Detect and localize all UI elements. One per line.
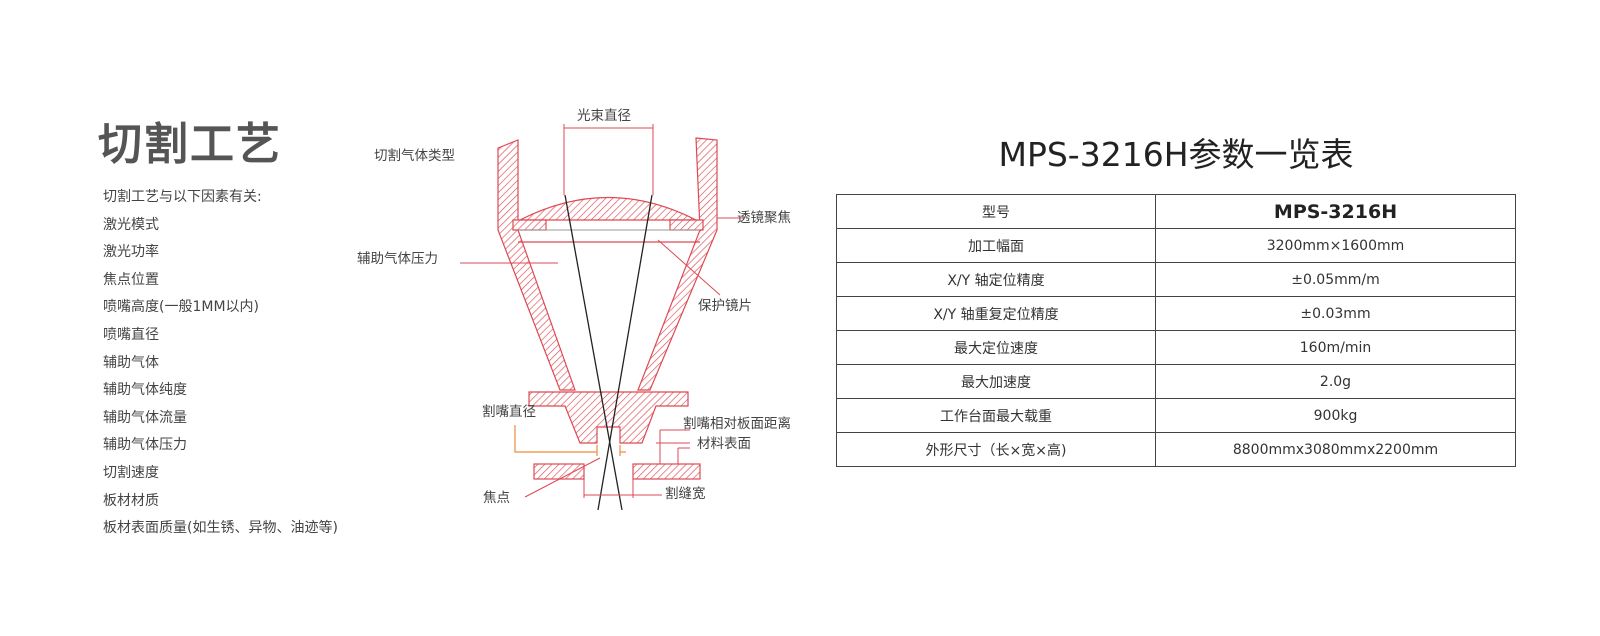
factor-item: 辅助气体流量 [103, 409, 187, 426]
workpiece-right [632, 463, 701, 480]
section-title: 切割工艺 [98, 119, 282, 170]
factor-item: 辅助气体压力 [103, 437, 187, 454]
label-protective-lens: 保护镜片 [698, 298, 752, 314]
spec-table-title: MPS-3216H参数一览表 [998, 135, 1354, 174]
factor-item: 喷嘴高度(一般1MM以内) [103, 299, 259, 316]
spec-key: X/Y 轴定位精度 [836, 262, 1156, 297]
factor-item: 焦点位置 [103, 271, 159, 288]
spec-key: X/Y 轴重复定位精度 [836, 296, 1156, 331]
spec-key: 工作台面最大载重 [836, 398, 1156, 433]
factor-item: 切割速度 [103, 464, 159, 481]
spec-key: 外形尺寸（长×宽×高) [836, 432, 1156, 467]
focus-lens [519, 196, 697, 221]
spec-key: 最大定位速度 [836, 330, 1156, 365]
table-row: 外形尺寸（长×宽×高)8800mmx3080mmx2200mm [836, 432, 1516, 467]
label-assist-gas-pressure: 辅助气体压力 [357, 251, 438, 267]
spec-value: MPS-3216H [1155, 194, 1516, 229]
spec-value: 900kg [1155, 398, 1516, 433]
factor-item: 激光模式 [103, 216, 159, 233]
label-kerf-width: 割缝宽 [665, 486, 706, 502]
label-beam-diameter: 光束直径 [577, 108, 631, 124]
label-material-surface: 材料表面 [697, 436, 751, 452]
cutting-head-drawing [460, 124, 745, 511]
nozzle-diameter-dimension [514, 425, 626, 456]
label-nozzle-diameter: 割嘴直径 [482, 404, 536, 420]
left-tube-wall [497, 139, 576, 391]
spec-value: ±0.05mm/m [1155, 262, 1516, 297]
factor-item: 喷嘴直径 [103, 326, 159, 343]
lens-seat-left [512, 219, 547, 231]
laser-beam [564, 194, 653, 511]
factor-list: 切割工艺与以下因素有关: 激光模式 激光功率 焦点位置 喷嘴高度(一般1MM以内… [103, 184, 338, 543]
table-row: X/Y 轴重复定位精度±0.03mm [836, 296, 1516, 331]
factor-item: 板材表面质量(如生锈、异物、油迹等) [103, 520, 338, 537]
table-row: X/Y 轴定位精度±0.05mm/m [836, 262, 1516, 297]
label-cutting-gas-type: 切割气体类型 [374, 148, 455, 164]
factor-item: 板材材质 [103, 492, 159, 509]
label-nozzle-distance: 割嘴相对板面距离 [683, 416, 791, 432]
right-tube-wall [637, 137, 718, 391]
factor-intro: 切割工艺与以下因素有关: [103, 189, 262, 205]
nozzle-flange [528, 391, 689, 444]
workpiece-left [533, 463, 585, 480]
spec-value: 3200mm×1600mm [1155, 228, 1516, 263]
label-lens-focus: 透镜聚焦 [737, 210, 791, 226]
factor-item: 辅助气体纯度 [103, 382, 187, 399]
spec-value: ±0.03mm [1155, 296, 1516, 331]
spec-value: 160m/min [1155, 330, 1516, 365]
factor-item: 辅助气体 [103, 354, 159, 371]
spec-value: 2.0g [1155, 364, 1516, 399]
label-focal-point: 焦点 [483, 490, 510, 506]
spec-key: 最大加速度 [836, 364, 1156, 399]
spec-value: 8800mmx3080mmx2200mm [1155, 432, 1516, 467]
cutting-head-diagram: 光束直径 切割气体类型 透镜聚焦 辅助气体压力 保护镜片 割嘴直径 割嘴相对板面… [357, 90, 820, 511]
spec-key: 型号 [836, 194, 1156, 229]
factor-item: 激光功率 [103, 244, 159, 261]
spec-key: 加工幅面 [836, 228, 1156, 263]
lens-seat-right [669, 219, 704, 231]
